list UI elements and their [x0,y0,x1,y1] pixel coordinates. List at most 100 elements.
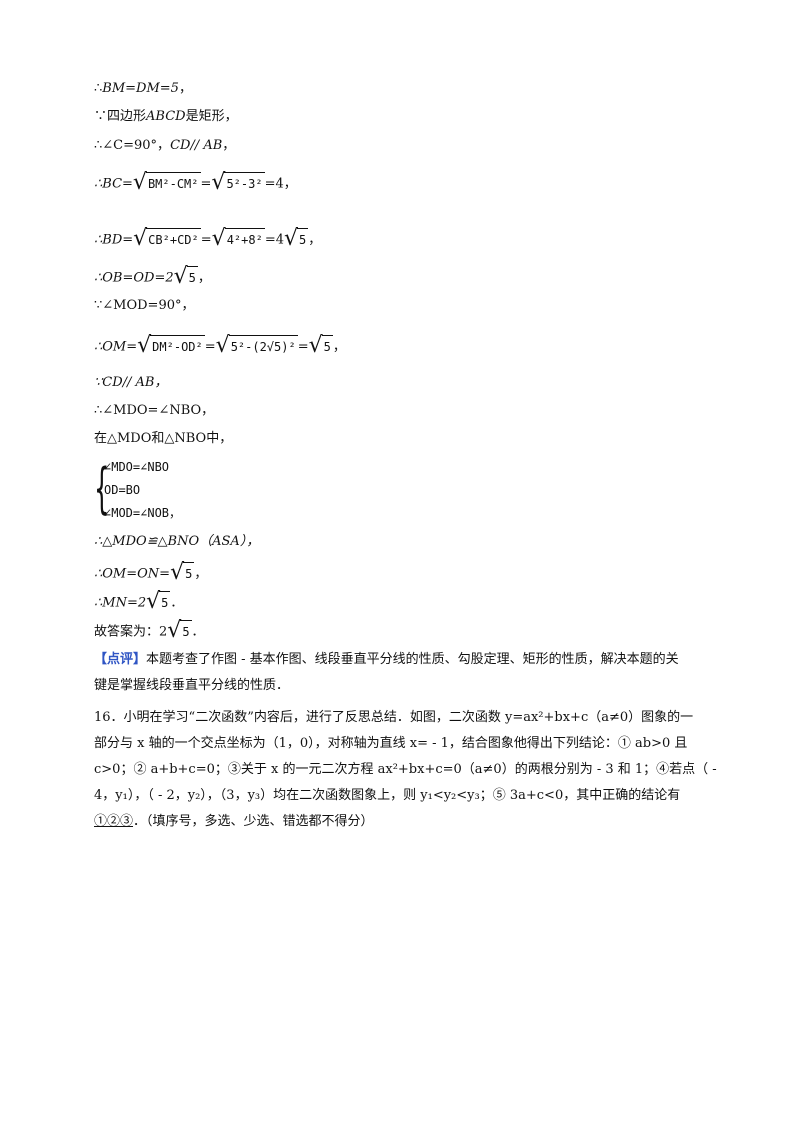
radical-sign: √ [215,333,230,358]
lhs: ∴OM= [94,339,138,355]
lhs: ∴MN=2 [94,595,147,611]
answer-blank: ①②③ [94,814,134,829]
solution-line-8: ∴OM=√DM²-OD²=√5²-(2√5)²=√5， [94,333,346,359]
comment-paragraph: 【点评】本题考查了作图 - 基本作图、线段垂直平分线的性质、勾股定理、矩形的性质… [94,647,744,699]
punctuation: ， [197,270,211,286]
punctuation: ， [332,339,346,355]
equation-text: BM=DM=5 [102,81,179,96]
radicand: 5 [159,591,171,615]
radicand: 5²-(2√5)² [228,335,298,359]
solution-line-2: ∵四边形ABCD是矩形， [94,108,238,126]
question-line-4: 4，y₁），（ - 2，y₂），（3，y₃）均在二次函数图象上，则 y₁<y₂<… [94,788,681,803]
radical-sign: √ [132,170,147,195]
angle-text: ∠C=90°， [102,138,171,153]
punctuation: ． [170,595,184,611]
system-brace: { [94,457,110,520]
solution-line-13: ∴OM=ON=√5， [94,560,208,586]
system-line-3: ∠MOD=∠NOB， [104,506,182,520]
comment-line-2: 键是掌握线段垂直平分线的性质． [94,678,290,693]
radicand: DM²-OD² [150,335,205,359]
radicand: 5 [186,266,198,290]
equals: = [204,339,216,355]
radicand: 5 [321,335,333,359]
solution-line-9: ∵CD// AB， [94,374,167,392]
lhs: ∴BC= [94,176,133,192]
comment-line-1: 【点评】本题考查了作图 - 基本作图、线段垂直平分线的性质、勾股定理、矩形的性质… [94,647,744,673]
question-16: 16．小明在学习“二次函数”内容后，进行了反思总结．如图，二次函数 y=ax²+… [94,705,744,835]
text: ∵∠MOD=90°， [94,298,195,313]
sqrt-expression: √5²-(2√5)² [215,333,298,359]
sqrt-expression: √5 [173,264,198,290]
sqrt-expression: √5 [170,560,195,586]
question-text: 小明在学习“二次函数”内容后，进行了反思总结．如图，二次函数 y=ax²+bx+… [123,710,694,725]
sqrt-expression: √CB²+CD² [133,226,201,252]
result: =4， [264,176,297,192]
radicand: BM²-CM² [145,172,201,196]
radicand: CB²+CD² [146,228,201,252]
text: 在△MDO和△NBO中， [94,431,233,446]
lhs: ∴OB=OD=2 [94,270,174,286]
text: ∵CD// AB， [94,375,168,390]
answer-label: 故答案为：2 [94,624,168,640]
question-line-5: ①②③．（填序号，多选、少选、错选都不得分） [94,809,744,835]
sqrt-expression: √5 [146,589,171,615]
radicand: 5 [297,228,309,252]
sqrt-expression: √5 [167,618,192,644]
radicand: 5 [183,562,195,586]
solution-line-4: ∴BC=√BM²-CM²=√5²-3²=4， [94,170,297,196]
punctuation: ， [194,566,208,582]
sqrt-expression: √BM²-CM² [132,170,201,196]
question-number: 16． [94,710,124,725]
answer-line: 故答案为：2√5． [94,618,205,644]
solution-line-11: 在△MDO和△NBO中， [94,430,232,448]
radical-sign: √ [146,589,161,614]
radical-sign: √ [308,333,323,358]
text: ∴△MDO≌△BNO（ASA）， [94,534,260,549]
radical-sign: √ [211,226,226,251]
solution-line-10: ∴∠MDO=∠NBO， [94,402,214,420]
question-text: ．（填序号，多选、少选、错选都不得分） [133,814,374,829]
radical-sign: √ [170,560,185,585]
equals: = [200,176,212,192]
radical-sign: √ [283,226,299,251]
equals: = [297,339,309,355]
radicand: 4²+8² [224,228,265,252]
solution-line-6: ∴OB=OD=2√5， [94,264,211,290]
text: ∴∠MDO=∠NBO， [94,403,215,418]
result: =4 [264,232,284,248]
radicand: 5²-3² [224,172,265,196]
punctuation: ， [222,138,236,153]
punctuation: ， [308,232,322,248]
solution-line-12: ∴△MDO≌△BNO（ASA）， [94,533,259,551]
punctuation: ． [191,624,205,640]
radical-sign: √ [173,264,188,289]
radical-sign: √ [167,618,182,643]
because-symbol: ∵ [94,109,108,124]
solution-line-1: ∴BM=DM=5， [94,80,192,98]
solution-line-7: ∵∠MOD=90°， [94,297,195,315]
question-line-2: 部分与 x 轴的一个交点坐标为（1，0），对称轴为直线 x= - 1，结合图象他… [94,736,688,751]
lhs: ∴OM=ON= [94,566,171,582]
solution-line-3: ∴∠C=90°，CD// AB， [94,137,235,155]
solution-line-5: ∴BD=√CB²+CD²=√4²+8²=4√5， [94,226,322,252]
therefore-symbol: ∴ [94,138,103,153]
expression: ABCD [146,109,186,124]
comment-tag: 【点评】 [94,652,147,667]
sqrt-expression: √5²-3² [211,170,265,196]
sqrt-expression: √5 [308,333,333,359]
equals: = [200,232,212,248]
therefore-symbol: ∴ [94,81,103,96]
lhs: ∴BD= [94,232,134,248]
question-line-1: 16．小明在学习“二次函数”内容后，进行了反思总结．如图，二次函数 y=ax²+… [94,705,744,731]
sqrt-expression: √4²+8² [211,226,265,252]
text: 四边形 [107,109,147,124]
radical-sign: √ [137,333,152,358]
radicand: 5 [180,620,192,644]
radical-sign: √ [211,170,226,195]
radical-sign: √ [133,226,148,251]
solution-line-14: ∴MN=2√5． [94,589,184,615]
sqrt-expression: √DM²-OD² [137,333,205,359]
punctuation: ， [178,81,192,96]
text: 是矩形， [185,109,238,124]
system-line-1: ∠MDO=∠NBO [104,460,170,474]
